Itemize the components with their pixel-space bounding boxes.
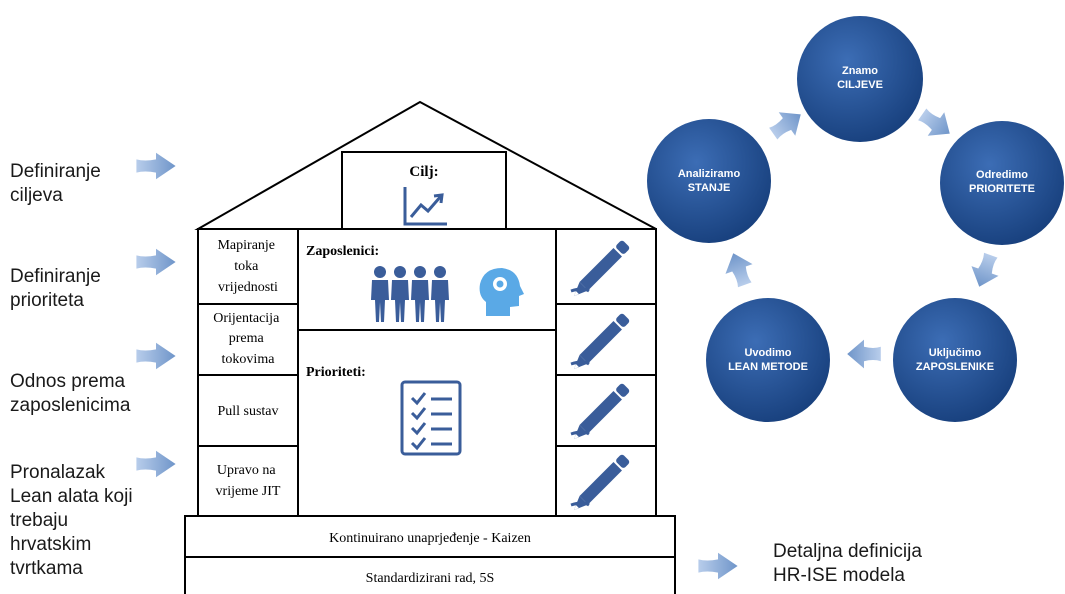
goal-title: Cilj: [409, 164, 438, 180]
arrow-icon [698, 552, 738, 580]
employees-title: Zaposlenici: [306, 244, 379, 259]
arrow-icon [136, 342, 176, 370]
cell-pull-system: Pull sustav [217, 404, 278, 419]
cycle-arrow-icon [764, 102, 810, 146]
head-gear-icon [479, 268, 524, 316]
svg-text:STANJE: STANJE [688, 182, 731, 194]
left-column [197, 228, 299, 517]
cycle-node-employees: Uključimo ZAPOSLENIKE [893, 298, 1017, 422]
goal-box [341, 151, 507, 230]
left-column-text: Mapiranje toka vrijednosti Orijentacija … [213, 238, 283, 499]
svg-text:Uvodimo: Uvodimo [744, 347, 791, 359]
label-model-definition: Detaljna definicija HR-ISE modela [773, 541, 922, 586]
standard-band [184, 556, 676, 594]
svg-text:Analiziramo: Analiziramo [678, 168, 741, 180]
label-lean-tools: Pronalazak Lean alata koji trebaju hrvat… [10, 462, 133, 579]
svg-text:PRIORITETE: PRIORITETE [969, 183, 1035, 195]
svg-text:Uključimo: Uključimo [929, 347, 982, 359]
priorities-title: Prioriteti: [306, 365, 366, 380]
cell-flow-orientation: Orijentacija prema tokovima [213, 311, 283, 367]
cycle-node-lean: Uvodimo LEAN METODE [706, 298, 830, 422]
right-column [555, 228, 657, 517]
cycle-arrow-icon [965, 250, 1005, 292]
label-define-goals: Definiranje ciljeva [10, 161, 101, 206]
standard-label: Standardizirani rad, 5S [366, 571, 495, 586]
svg-text:ZAPOSLENIKE: ZAPOSLENIKE [916, 361, 994, 373]
checklist-icon [400, 380, 462, 456]
label-employee-relations: Odnos prema zaposlenicima [10, 371, 131, 416]
svg-text:LEAN METODE: LEAN METODE [728, 361, 808, 373]
cycle-arrow-icon [719, 248, 759, 290]
cell-jit: Upravo na vrijeme JIT [216, 463, 281, 499]
house [184, 100, 676, 594]
growth-chart-icon [403, 187, 447, 226]
cycle-node-priorities: Odredimo PRIORITETE [940, 121, 1064, 245]
cycle-arrow-icon [913, 102, 959, 146]
arrow-icon [136, 152, 176, 180]
cycle-arrow-icon [847, 339, 881, 369]
cycle-node-analysis: Analiziramo STANJE [647, 119, 771, 243]
kaizen-label: Kontinuirano unaprjeđenje - Kaizen [329, 531, 531, 546]
svg-text:Odredimo: Odredimo [976, 169, 1028, 181]
cell-value-stream: Mapiranje toka vrijednosti [217, 238, 278, 295]
cycle-node-goals: Znamo CILJEVE [797, 16, 923, 142]
arrow-icon [136, 248, 176, 276]
svg-text:CILJEVE: CILJEVE [837, 79, 883, 91]
svg-text:Znamo: Znamo [842, 65, 878, 77]
arrow-icon [136, 450, 176, 478]
label-define-priorities: Definiranje prioriteta [10, 266, 101, 311]
